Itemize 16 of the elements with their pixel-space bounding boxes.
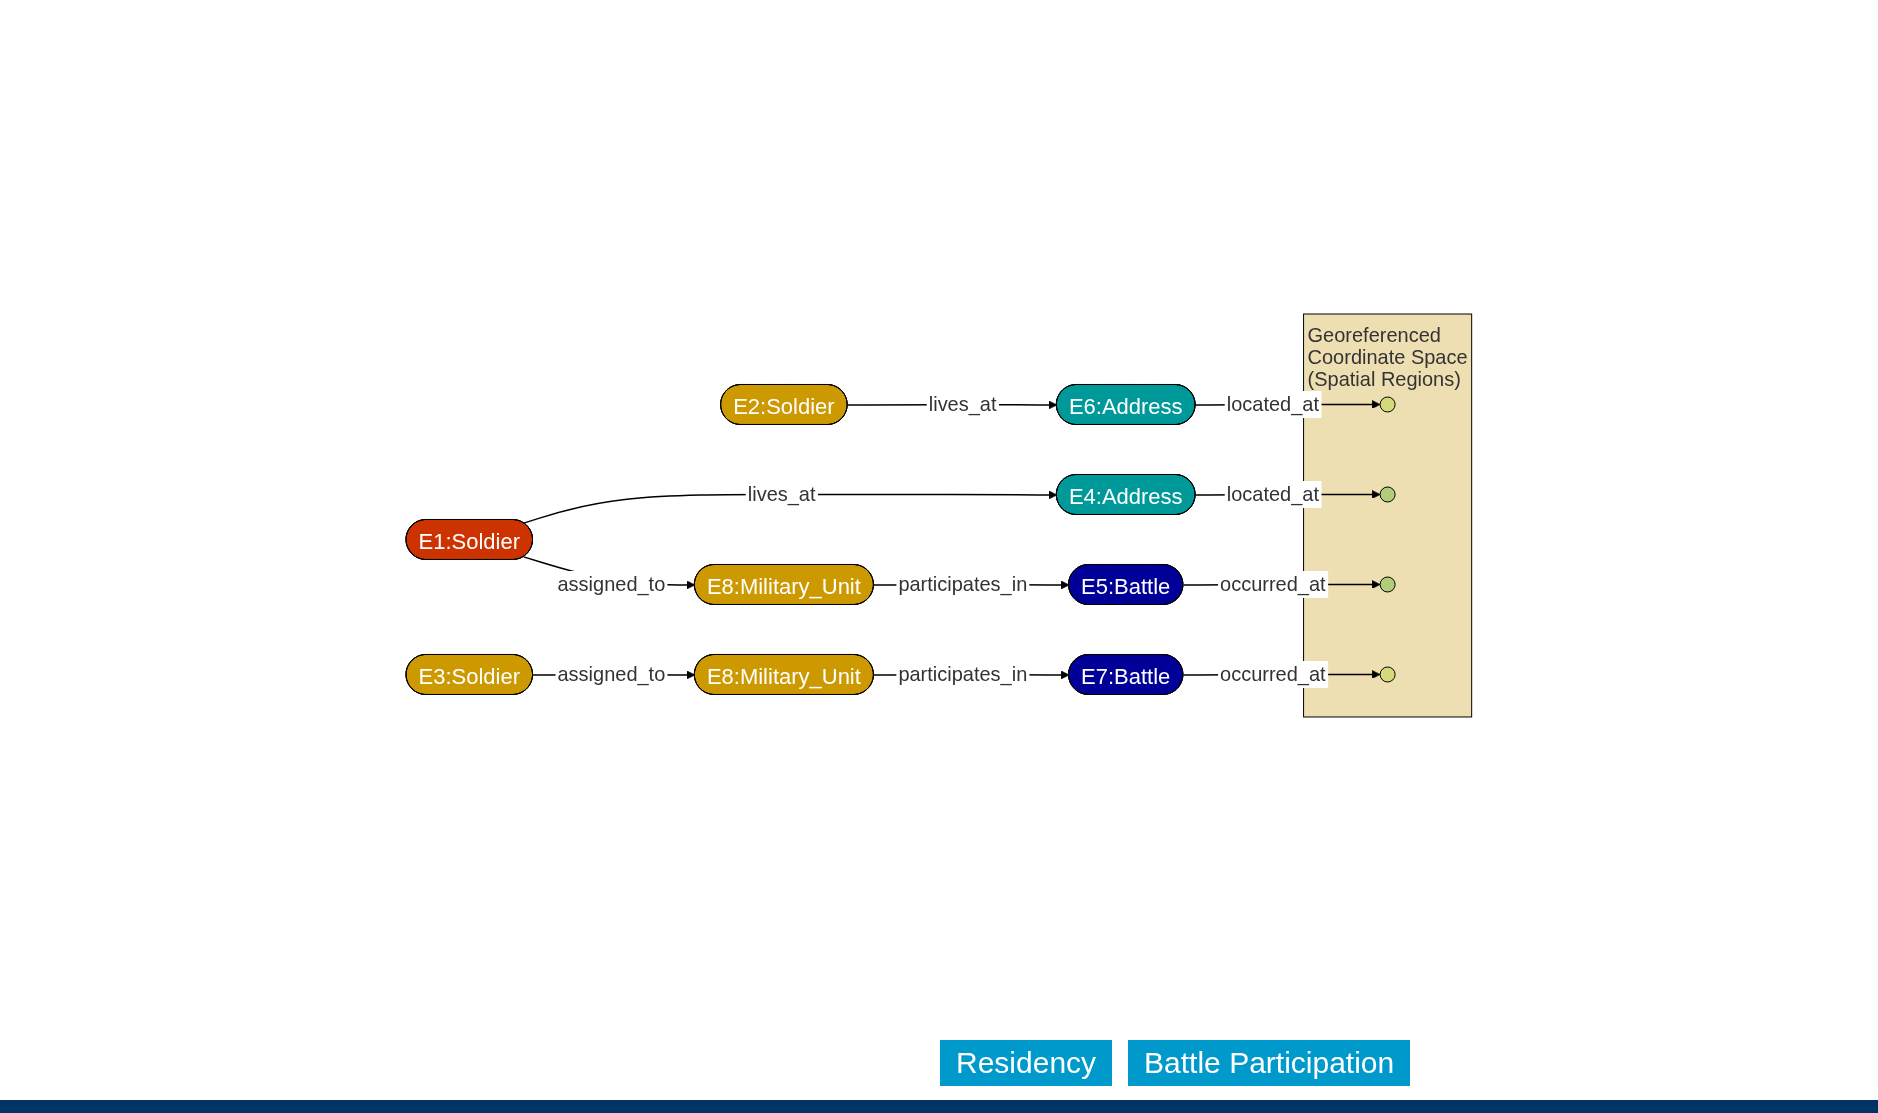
edge-label: lives_at <box>928 392 997 415</box>
edge-label: lives_at <box>747 482 816 505</box>
edge-label: occurred_at <box>1220 572 1326 595</box>
node-circle <box>1379 486 1396 502</box>
edge-label: participates_in <box>898 662 1028 685</box>
legend-item: Battle Participation <box>1128 1040 1411 1086</box>
node-circle <box>1379 576 1396 592</box>
edge-label: located_at <box>1226 392 1320 415</box>
edge-label: occurred_at <box>1220 662 1326 685</box>
edge-label: participates_in <box>898 572 1028 595</box>
legend-item: Residency <box>940 1040 1113 1086</box>
edge-label: assigned_to <box>557 572 666 595</box>
node-circle <box>1379 666 1396 682</box>
node-circle <box>1379 396 1396 412</box>
edge-label: located_at <box>1226 482 1320 505</box>
edge-label: assigned_to <box>557 662 666 685</box>
